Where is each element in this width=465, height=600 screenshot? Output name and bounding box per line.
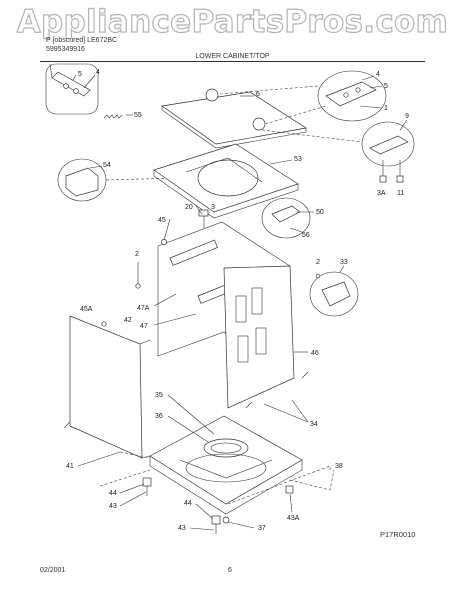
inset-top-right bbox=[219, 70, 387, 125]
callout: 3 bbox=[211, 204, 215, 211]
page-number: 6 bbox=[228, 567, 232, 574]
callout: 44 bbox=[184, 500, 192, 507]
callout: 47A bbox=[137, 305, 150, 312]
lid-part bbox=[161, 88, 307, 149]
section-title: LOWER CABINET/TOP bbox=[195, 53, 270, 60]
callout: 37 bbox=[258, 525, 266, 532]
cabinet-right-side bbox=[223, 265, 308, 409]
callout: 4 bbox=[376, 71, 380, 78]
publication-number: 5995349916 bbox=[46, 46, 85, 53]
callout: 35 bbox=[155, 392, 163, 399]
callout: 33 bbox=[340, 259, 348, 266]
inset-switch bbox=[261, 119, 415, 183]
callout: 20 bbox=[185, 204, 193, 211]
callout: 3A bbox=[377, 190, 386, 197]
screws bbox=[63, 262, 309, 429]
cabinet-base bbox=[99, 415, 335, 515]
callout: 47 bbox=[140, 323, 148, 330]
callout: 43 bbox=[109, 503, 117, 510]
cabinet-front bbox=[69, 315, 151, 459]
callout: 36 bbox=[155, 413, 163, 420]
inset-bracket bbox=[309, 265, 359, 317]
callout: 5 bbox=[78, 71, 82, 78]
callout: 5 bbox=[384, 83, 388, 90]
model-number: P [obscured] LE672BC bbox=[46, 37, 118, 44]
callout: 43 bbox=[178, 525, 186, 532]
callout: 55 bbox=[134, 112, 142, 119]
leader-lines bbox=[77, 205, 309, 531]
callout: 46 bbox=[311, 350, 319, 357]
callout: 53 bbox=[294, 156, 302, 163]
spring-part bbox=[103, 114, 133, 119]
callout: 1 bbox=[384, 105, 388, 112]
inset-top-left bbox=[45, 63, 99, 115]
figure-code: P17R0010 bbox=[380, 530, 416, 539]
callout: 11 bbox=[397, 190, 404, 197]
footer-date: 02/2001 bbox=[40, 567, 66, 574]
callout: 45 bbox=[158, 217, 166, 224]
callout: 34 bbox=[310, 421, 318, 428]
callout: 56 bbox=[302, 232, 310, 239]
callout: 45A bbox=[80, 306, 93, 313]
callout: 9 bbox=[405, 113, 409, 120]
callout: 44 bbox=[109, 490, 117, 497]
callout: 41 bbox=[66, 463, 74, 470]
callout: 4 bbox=[96, 69, 100, 76]
callout: 54 bbox=[103, 162, 111, 169]
leveling-legs bbox=[142, 477, 294, 534]
callout: 43A bbox=[287, 515, 300, 522]
inset-lid-switch bbox=[261, 197, 314, 239]
callout: 2 bbox=[135, 251, 139, 258]
callout: 38 bbox=[335, 463, 343, 470]
callout: 6 bbox=[256, 91, 260, 98]
header-rule bbox=[40, 61, 425, 62]
top-cover-part bbox=[153, 143, 299, 219]
callout: 2 bbox=[316, 259, 320, 266]
inset-left bbox=[57, 158, 181, 202]
callout: 42 bbox=[124, 317, 132, 324]
callout: 50 bbox=[316, 209, 324, 216]
watermark: AppliancePartsPros.com bbox=[16, 3, 449, 40]
